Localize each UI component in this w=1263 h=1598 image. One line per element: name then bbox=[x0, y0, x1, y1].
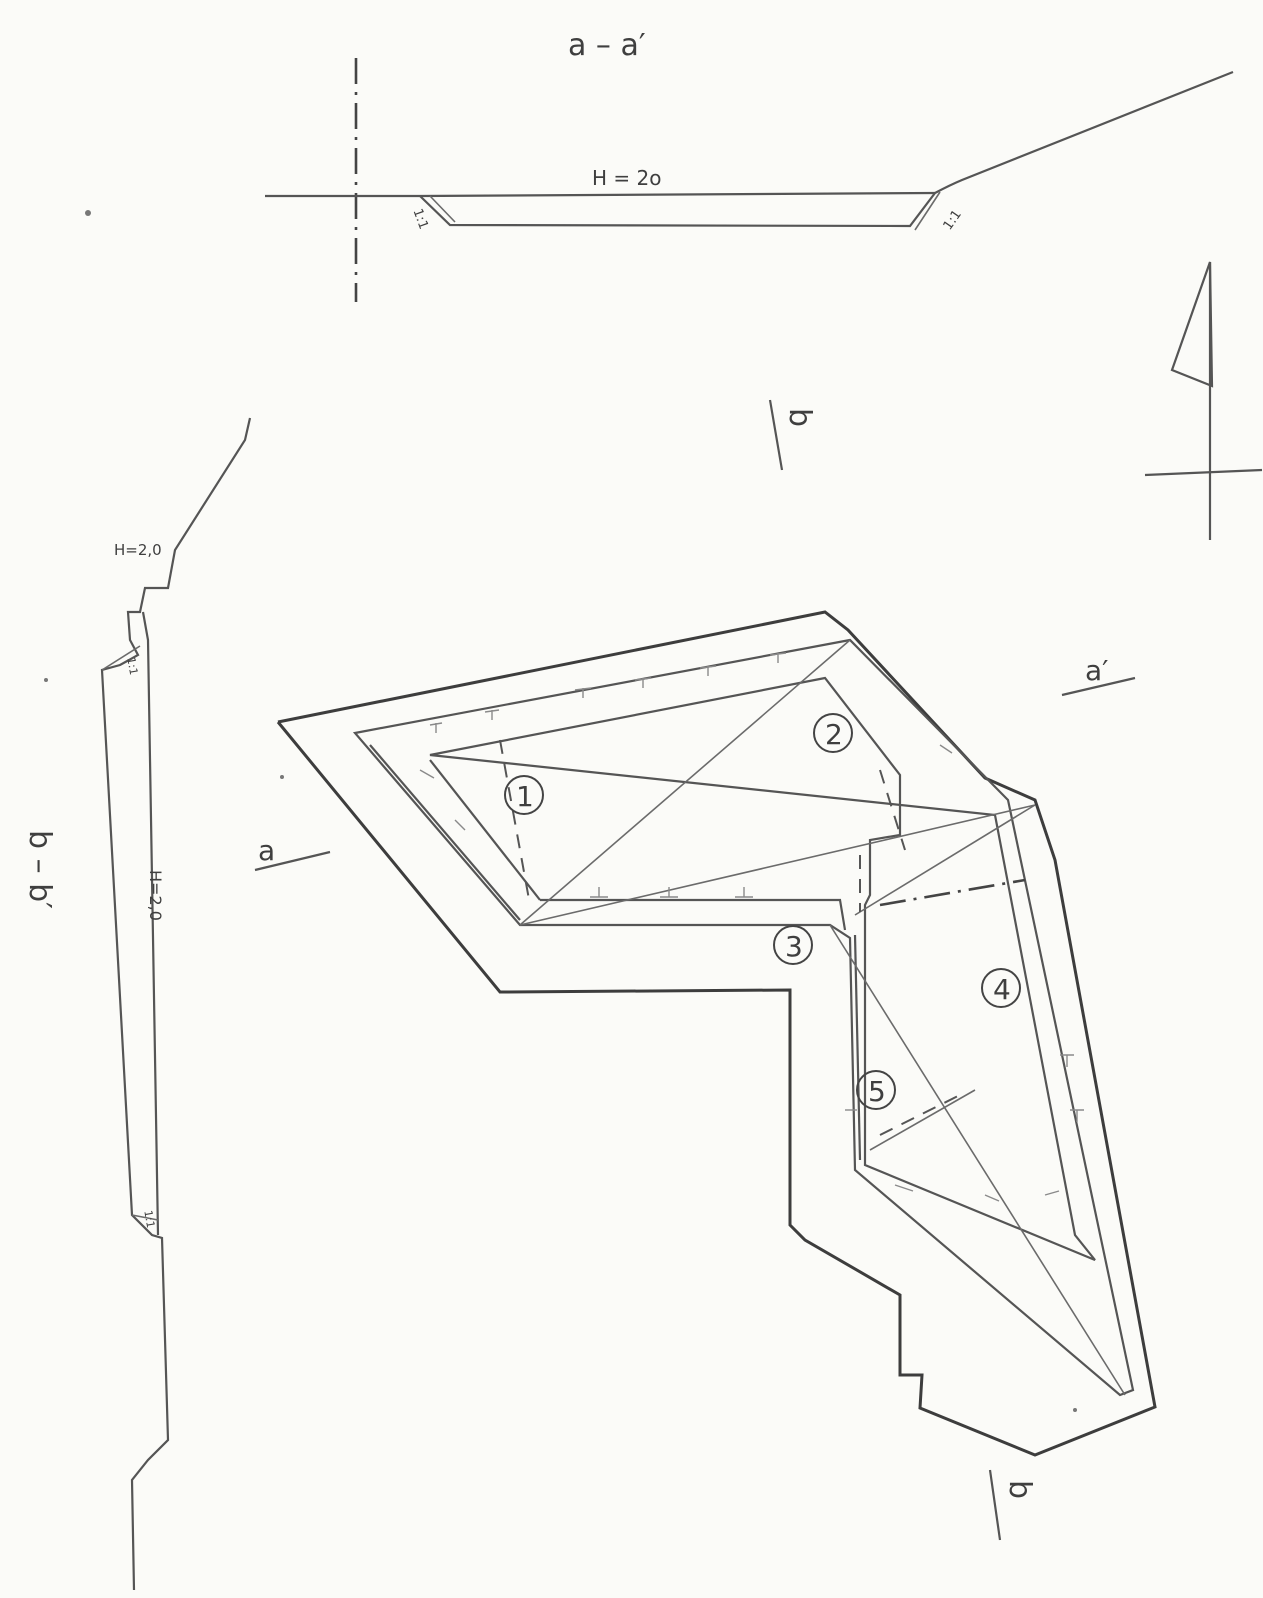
section-b-b-prime: b – b′ H=2,0 H=2,0 1:1 1:1 bbox=[22, 417, 252, 1591]
cut-marker-a-prime: a′ bbox=[1061, 654, 1136, 697]
slope-hatching bbox=[419, 652, 1084, 1202]
svg-text:a: a bbox=[258, 834, 275, 867]
svg-text:b: b bbox=[782, 408, 817, 427]
section-b-outer-profile bbox=[100, 417, 252, 1591]
section-a-top-line bbox=[419, 191, 936, 198]
zone-label-2: 2 bbox=[813, 713, 853, 753]
svg-text:1: 1 bbox=[516, 780, 534, 813]
section-a-trench-profile bbox=[419, 192, 936, 228]
cut-marker-a: a bbox=[254, 834, 331, 872]
partition-1-2 bbox=[519, 639, 851, 926]
section-b-title: b – b′ bbox=[22, 830, 57, 909]
section-b-inner-line bbox=[141, 611, 160, 1236]
section-a-a-prime: a – a′ H = 2o 1:1 1:1 bbox=[265, 28, 1234, 302]
svg-text:3: 3 bbox=[785, 930, 803, 963]
section-b-height-label-top: H=2,0 bbox=[114, 541, 162, 559]
dashed-line-zone-2 bbox=[879, 769, 906, 851]
paper-specks bbox=[44, 210, 1077, 1412]
svg-text:a′: a′ bbox=[1085, 654, 1109, 687]
cut-marker-b-bottom: b bbox=[988, 1469, 1037, 1541]
section-a-slope-left: 1:1 bbox=[410, 207, 431, 232]
section-b-height-label-side: H=2,0 bbox=[146, 870, 165, 921]
section-a-height-label: H = 2o bbox=[592, 166, 661, 190]
section-a-ground-right bbox=[934, 70, 1234, 194]
svg-text:5: 5 bbox=[868, 1075, 886, 1108]
zone-label-4: 4 bbox=[981, 968, 1021, 1008]
svg-text:2: 2 bbox=[825, 718, 843, 751]
svg-text:b: b bbox=[1002, 1480, 1037, 1499]
section-a-slope-right: 1:1 bbox=[941, 207, 965, 233]
partition-2-3 bbox=[519, 804, 1036, 926]
excavation-bottom-edge bbox=[429, 676, 1096, 1262]
dashed-line-zone-1 bbox=[499, 739, 531, 906]
section-b-slope-top: 1:1 bbox=[124, 656, 140, 676]
section-a-title: a – a′ bbox=[568, 28, 646, 63]
north-arrow-symbol bbox=[1144, 261, 1263, 540]
plan-view: 1 2 3 4 5 bbox=[276, 610, 1157, 1457]
partition-4-5 bbox=[829, 924, 1126, 1396]
cut-marker-b-top: b bbox=[768, 399, 817, 471]
plan-outer-boundary bbox=[276, 610, 1157, 1457]
zone-label-3: 3 bbox=[773, 925, 813, 965]
zone-label-1: 1 bbox=[504, 775, 544, 815]
dash-dot-line-zone-4 bbox=[879, 878, 1026, 907]
svg-text:4: 4 bbox=[993, 973, 1011, 1006]
excavation-top-edge bbox=[352, 638, 1135, 1397]
section-b-slope-bottom: 1:1 bbox=[141, 1209, 157, 1229]
zone-label-5: 5 bbox=[856, 1070, 896, 1110]
